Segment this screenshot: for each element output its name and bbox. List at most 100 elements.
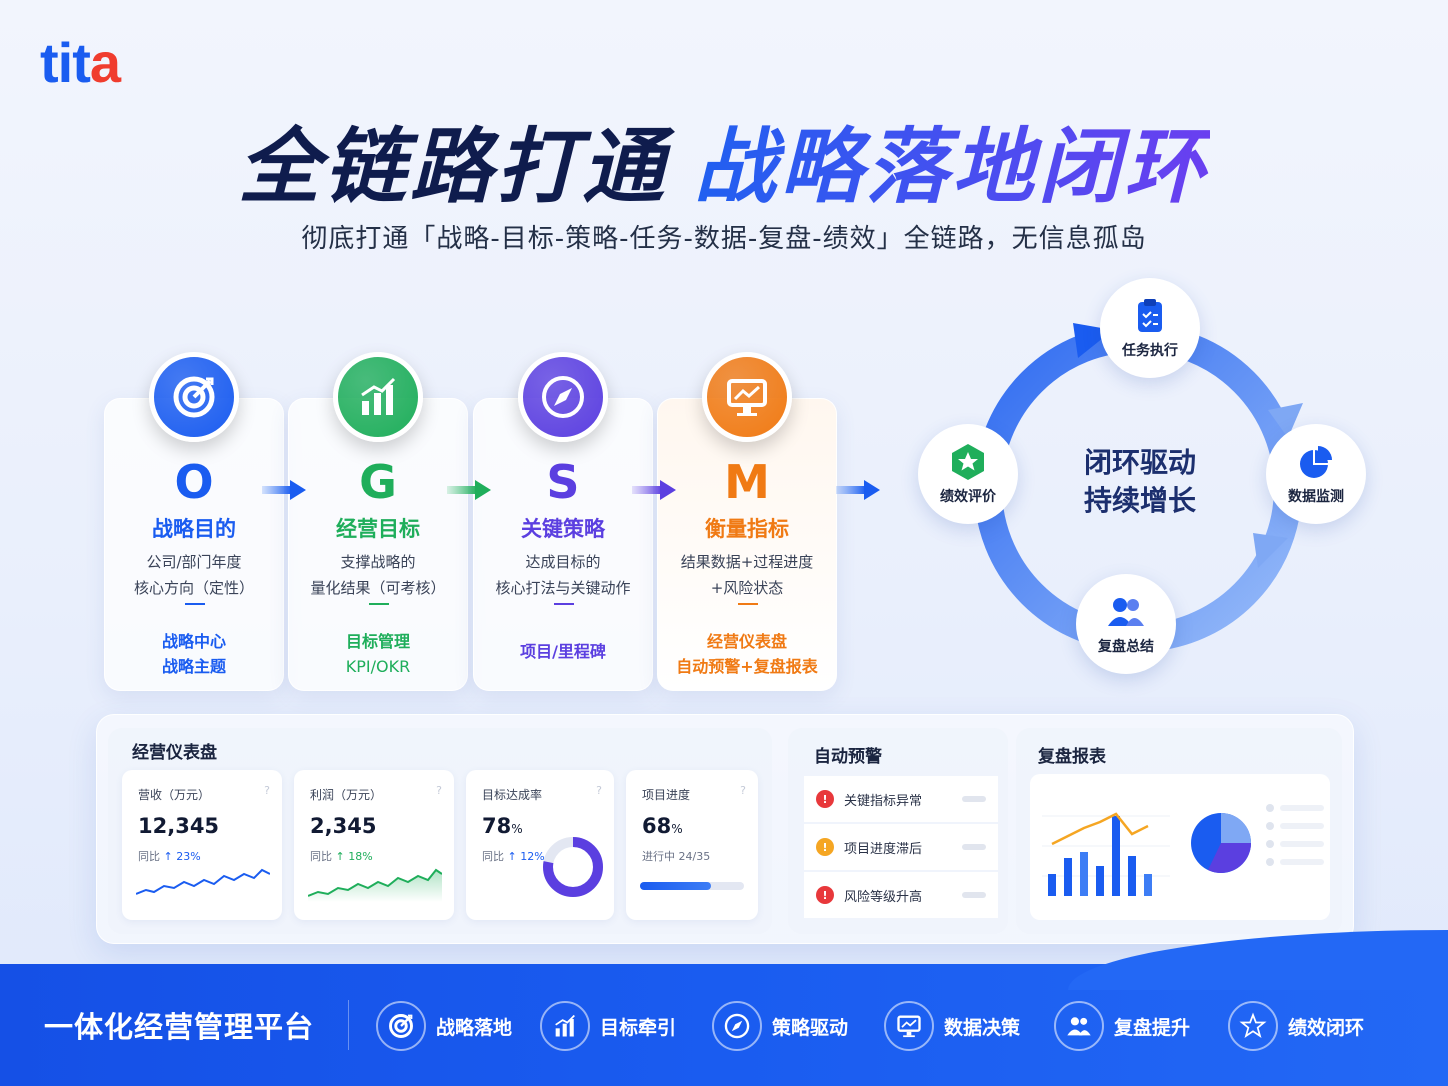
review-bar — [1144, 874, 1152, 896]
ogsm-desc: 支撑战略的量化结果（可考核） — [289, 549, 467, 601]
ogsm-divider — [369, 603, 389, 605]
kpi-card-profit[interactable]: 利润（万元） ? 2,345 同比 ↑ 18% — [294, 770, 454, 920]
review-pie-slice — [1221, 813, 1251, 843]
ogsm-tool-line1: 项目/里程碑 — [520, 642, 606, 661]
bar-chart-icon — [540, 1001, 590, 1051]
cycle-center-line2: 持续增长 — [1083, 484, 1196, 517]
ogsm-tools: 经营仪表盘自动预警+复盘报表 — [658, 629, 836, 679]
people-icon — [1108, 598, 1144, 626]
alert-bar — [962, 796, 986, 802]
monitor-icon — [884, 1001, 934, 1051]
kpi-card-revenue[interactable]: 营收（万元） ? 12,345 同比 ↑ 23% — [122, 770, 282, 920]
ogsm-divider — [185, 603, 205, 605]
help-icon[interactable]: ? — [264, 784, 270, 797]
bell-icon: ! — [816, 886, 834, 904]
kpi-label: 营收（万元） — [138, 788, 211, 802]
ogsm-desc: 公司/部门年度核心方向（定性） — [105, 549, 283, 601]
logo-letter: i — [57, 31, 74, 94]
ogsm-tools: 项目/里程碑 — [474, 639, 652, 664]
compass-icon — [518, 352, 608, 442]
banner-feature[interactable]: 目标牵引 — [540, 1000, 676, 1052]
cycle-center-line1: 闭环驱动 — [1083, 446, 1196, 479]
subtitle: 彻底打通「战略-目标-策略-任务-数据-复盘-绩效」全链路，无信息孤岛 — [301, 224, 1147, 254]
review-bar — [1096, 866, 1104, 896]
legend-row — [1266, 858, 1324, 866]
ogsm-desc-line2: +风险状态 — [710, 579, 784, 597]
review-legend — [1266, 804, 1324, 876]
kpi-sub-value: 24/35 — [678, 850, 711, 863]
review-pie-chart — [1191, 813, 1251, 873]
ogsm-desc: 达成目标的核心打法与关键动作 — [474, 549, 652, 601]
goal-rate-ring — [543, 837, 603, 897]
cycle-node-label: 任务执行 — [1122, 343, 1178, 359]
review-bar — [1128, 856, 1136, 896]
kpi-sub-prefix: 同比 — [482, 850, 504, 863]
kpi-sub-prefix: 同比 — [138, 850, 160, 863]
ogsm-divider — [554, 603, 574, 605]
kpi-sub-value: ↑ 18% — [335, 850, 373, 863]
banner-feature[interactable]: 数据决策 — [884, 1000, 1020, 1052]
help-icon[interactable]: ? — [436, 784, 442, 797]
kpi-sub-value: ↑ 23% — [163, 850, 201, 863]
flow-arrow-icon — [447, 480, 491, 500]
alert-item[interactable]: ! 风险等级升高 — [804, 872, 998, 918]
alert-item[interactable]: ! 项目进度滞后 — [804, 824, 998, 870]
ogsm-desc-line2: 量化结果（可考核） — [310, 579, 446, 597]
kpi-sub-prefix: 同比 — [310, 850, 332, 863]
help-icon[interactable]: ? — [596, 784, 602, 797]
kpi-card-project-progress[interactable]: 项目进度 ? 68% 进行中 24/35 — [626, 770, 758, 920]
review-bar — [1064, 858, 1072, 896]
people-icon — [1054, 1001, 1104, 1051]
logo-letter: t — [72, 31, 91, 94]
ogsm-desc-line1: 结果数据+过程进度 — [680, 553, 814, 571]
ogsm-title: 战略目的 — [152, 517, 236, 541]
cycle-arrowhead — [1253, 533, 1288, 568]
alert-text: 项目进度滞后 — [844, 841, 923, 857]
banner-feature[interactable]: 复盘提升 — [1054, 1000, 1190, 1052]
banner-feature[interactable]: 战略落地 — [376, 1000, 512, 1052]
kpi-value-unit: % — [511, 822, 523, 836]
kpi-value: 2,345 — [310, 814, 377, 838]
banner-feature-label: 复盘提升 — [1114, 1016, 1191, 1039]
ogsm-tool-line1: 战略中心 — [161, 632, 226, 651]
review-title: 复盘报表 — [1038, 747, 1106, 767]
ogsm-desc-line1: 达成目标的 — [525, 553, 601, 571]
kpi-card-goal-rate[interactable]: 目标达成率 ? 78% 同比 ↑ 12% — [466, 770, 614, 920]
profit-sparkline — [308, 868, 442, 902]
alert-item[interactable]: ! 关键指标异常 — [804, 776, 998, 822]
kpi-sub: 进行中 24/35 — [642, 848, 710, 864]
bottom-banner: 一体化经营管理平台 战略落地目标牵引策略驱动 数据决策 复盘提升 绩效闭环 — [0, 930, 1448, 1086]
kpi-value: 78% — [482, 814, 523, 838]
alert-bar — [962, 892, 986, 898]
ogsm-desc-line2: 核心打法与关键动作 — [495, 579, 631, 597]
ogsm-letter: M — [724, 455, 770, 509]
cycle-node-label: 数据监测 — [1288, 489, 1344, 505]
cycle-arrowhead — [1268, 403, 1303, 438]
kpi-sub: 同比 ↑ 23% — [138, 848, 201, 864]
banner-title: 一体化经营管理平台 — [44, 1010, 315, 1044]
bell-icon: ! — [816, 790, 834, 808]
monitor-icon — [702, 352, 792, 442]
banner-feature-label: 数据决策 — [944, 1016, 1021, 1039]
headline-part2: 战略落地闭环 — [694, 120, 1210, 215]
banner-feature[interactable]: 策略驱动 — [712, 1000, 848, 1052]
star-icon — [1228, 1001, 1278, 1051]
ogsm-tool-line2: 自动预警+复盘报表 — [676, 657, 818, 676]
ogsm-tool-line2: KPI/OKR — [345, 657, 411, 676]
headline-part1: 全链路打通 — [238, 120, 668, 215]
clipboard-icon — [1138, 299, 1162, 332]
cycle-node-task: 任务执行 — [1100, 278, 1200, 378]
banner-feature[interactable]: 绩效闭环 — [1228, 1000, 1364, 1052]
review-pie-slice — [1208, 843, 1251, 873]
headline: 全链路打通战略落地闭环 — [0, 100, 1448, 219]
ogsm-tool-line1: 经营仪表盘 — [706, 632, 787, 651]
review-report-card — [1030, 774, 1330, 920]
ogsm-desc-line2: 核心方向（定性） — [133, 579, 254, 597]
help-icon[interactable]: ? — [740, 784, 746, 797]
review-bar — [1048, 874, 1056, 896]
